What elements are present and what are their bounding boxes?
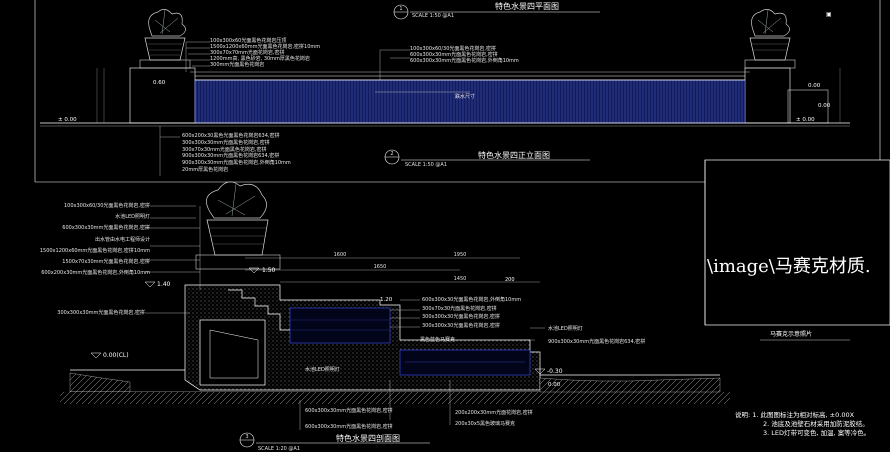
section-dim-3: 1950	[454, 252, 467, 258]
elevation-label: 900x300x30mm光面黑色花岗岩634,密拼	[182, 153, 280, 160]
section-label: 100x300x60/30光面黑色花岗岩,密拼	[63, 203, 150, 209]
section-label: 水池LED照明灯	[548, 326, 583, 332]
section-label: 黑色蓝色马赛克	[420, 337, 456, 343]
elevation-level: ± 0.00	[58, 117, 77, 123]
elevation-scale: SCALE 1:50 @A1	[405, 162, 447, 168]
general-notes: 说明: 1. 此图图标注为相对标高, ±0.00X 2. 池底及池壁石材采用加防…	[735, 411, 870, 438]
plan-scale: SCALE 1:50 @A1	[412, 13, 454, 19]
waterfall-wall	[194, 79, 746, 124]
elevation-drop-label: 跌水尺寸	[455, 94, 476, 100]
elevation-label: 20mm厚黑色花岗岩	[182, 166, 229, 173]
mosaic-panel: \image\马赛克材质. 马赛克示意照片	[704, 159, 890, 341]
elevation-label: 100x300x60/30光面黑色花岗岩,密拼	[410, 46, 497, 52]
corner-marker-icon: ▣	[826, 11, 832, 18]
section-label: 300x300x30mm光面黑色花岗岩,密拼	[57, 310, 145, 316]
section-dim-4: 1450	[454, 276, 467, 282]
section-label: 300x70x30光面黑色花岗岩,密拼	[422, 305, 497, 312]
elevation-callout-number: 2	[390, 151, 393, 157]
mosaic-image-placeholder: \image\马赛克材质.	[707, 256, 871, 277]
mosaic-caption: 马赛克示意照片	[770, 330, 812, 338]
elevation-bottom-labels: 600x200x30黑色光面黑色花岗岩634,密拼 300x300x30mm光面…	[182, 133, 291, 174]
elevation-label: 600x300x30mm光面黑色花岗岩,密拼	[410, 52, 498, 58]
level-2: 1.40	[157, 281, 171, 288]
lower-pool-water	[399, 349, 531, 376]
section-right-labels: 600x300x30光面黑色花岗岩,外倒角10mm 300x70x30光面黑色花…	[422, 296, 521, 330]
tank-void	[199, 319, 266, 386]
elevation-level: 0.60	[153, 80, 166, 86]
section-label: 1500x70x30mm光面黑色花岗岩,密拼	[62, 259, 150, 266]
section-label: 600x300x30mm光面黑色花岗岩,密拼	[62, 225, 150, 232]
elevation-view: 1 特色水景四平面图 SCALE 1:50 @A1	[34, 0, 881, 183]
section-label: 300x300x30光面黑色花岗岩,密拼	[422, 322, 500, 329]
elevation-label: 1500x1200x60mm光面黑色花岗岩,密拼10mm	[210, 44, 321, 50]
elevation-title: 特色水景四正立面图	[478, 150, 550, 160]
elevation-label: 600x300x30mm光面黑色花岗岩,外倒角10mm	[410, 58, 519, 64]
elevation-label: 300x70x70mm光面花岗岩,密拼	[210, 50, 285, 56]
elevation-level: 0.00	[808, 83, 821, 89]
elevation-label: 1200mm高, 黑色砂岩, 30mm厚黑色花岗岩	[210, 56, 310, 62]
upper-pool-water	[289, 307, 391, 344]
section-callout-number: 3	[245, 434, 248, 440]
section-label: 900x300x30mm光面黑色花岗岩634,密拼	[548, 339, 646, 345]
elevation-center-labels: 100x300x60/30光面黑色花岗岩,密拼 600x300x30mm光面黑色…	[410, 46, 519, 64]
level-6: -0.30	[547, 368, 563, 375]
section-dim-5: 200	[505, 277, 515, 283]
section-label: 200x30x5黑色玻璃马赛克	[455, 421, 516, 427]
elevation-label: 300mm光面黑色花岗岩	[210, 62, 265, 68]
elevation-level: 0.00	[818, 103, 831, 109]
section-label: 出水管由水电工程师设计	[94, 236, 150, 243]
elevation-label: 300x300x30mm光面黑色花岗岩,密拼	[182, 139, 270, 146]
section-label: 水池LED照明灯	[115, 214, 150, 221]
level-5: 0.00(CL)	[103, 352, 129, 359]
section-dim-1: 1600	[334, 252, 347, 258]
level-1: 1.50	[262, 267, 276, 274]
elevation-label: 900x300x30mm光面黑色花岗岩,外倒角10mm	[182, 160, 291, 167]
section-title: 特色水景四剖面图	[336, 433, 400, 443]
elevation-level: ± 0.00	[796, 117, 815, 123]
elevation-label: 100x300x60光面黑色花岗岩压顶	[210, 38, 287, 44]
plan-callout-number: 1	[399, 6, 402, 12]
section-label: 600x300x30mm光面黑色花岗岩,密拼	[305, 424, 393, 430]
section-label: 1500x1200x60mm光面黑色花岗岩,密拼10mm	[39, 247, 150, 254]
section-label: 600x300x30光面黑色花岗岩,外倒角10mm	[422, 297, 522, 303]
level-3: 1.20	[380, 297, 393, 303]
elevation-label: 300x70x30mm光面黑色花岗岩,密拼	[182, 146, 267, 153]
section-label: 300x300x30光面黑色花岗岩,密拼	[422, 314, 500, 321]
level-markers	[90, 267, 546, 375]
section-dim-2: 1650	[374, 264, 387, 270]
section-view: 1600 1950 1650 1450	[60, 181, 730, 452]
elevation-label: 600x200x30黑色光面黑色花岗岩634,密拼	[182, 133, 280, 139]
notes-heading: 说明:	[735, 411, 751, 419]
level-4: 0.00	[548, 382, 561, 388]
section-label: 200x200x30mm光面花岗岩,密拼	[455, 410, 533, 416]
note-item: 1. 此图图标注为相对标高, ±0.00X	[752, 411, 855, 419]
section-label: 600x300x30mm光面黑色花岗岩,密拼	[305, 408, 393, 414]
plan-title: 特色水景四平面图	[495, 1, 559, 11]
note-item: 2. 池底及池壁石材采用加防泥胶结。	[763, 420, 869, 428]
section-scale: SCALE 1:20 @A1	[258, 446, 300, 452]
section-left-labels: 100x300x60/30光面黑色花岗岩,密拼 水池LED照明灯 600x300…	[8, 201, 150, 279]
elevation-left-labels: 100x300x60光面黑色花岗岩压顶 1500x1200x60mm光面黑色花岗…	[210, 38, 320, 68]
note-item: 3. LED灯带可变色, 加温, 案等冷色。	[763, 429, 871, 437]
section-label: 水池LED照明灯	[305, 367, 340, 373]
section-label: 600x200x30mm光面黑色花岗岩,外倒角10mm	[41, 270, 150, 277]
